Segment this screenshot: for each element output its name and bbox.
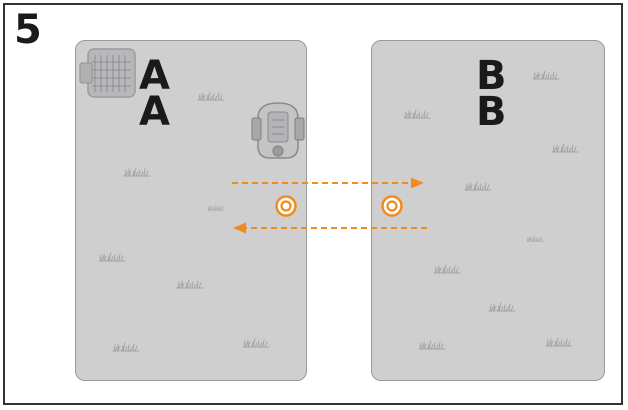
- arrow-a-to-b: [232, 178, 424, 189]
- robotic-mower-icon: [252, 103, 304, 158]
- guide-wire-passage-icon: [383, 197, 402, 216]
- guide-wire-passage-icon: [277, 197, 296, 216]
- grass-tuft-icon: [404, 71, 578, 349]
- arrow-b-to-a: [233, 223, 427, 234]
- charging-station-icon: [80, 49, 135, 97]
- grass-tuft-icon: [99, 92, 269, 351]
